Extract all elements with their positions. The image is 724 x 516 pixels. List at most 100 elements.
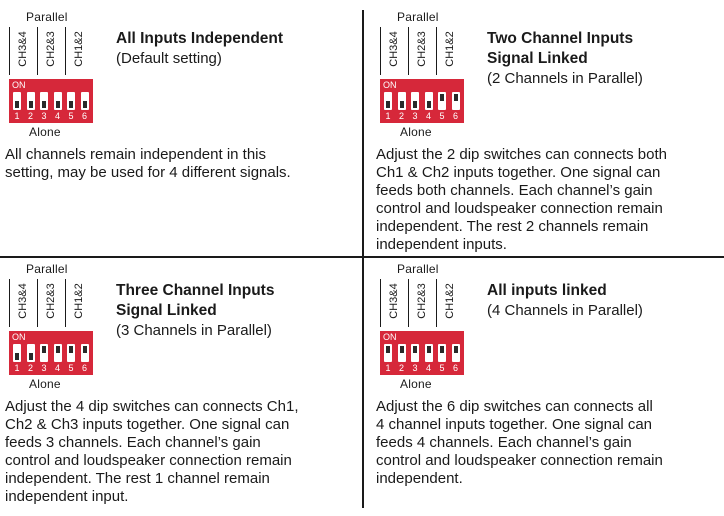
parallel-label: Parallel	[26, 262, 68, 276]
dip-switch-2-off[interactable]	[26, 344, 35, 362]
switch-number: 3	[41, 111, 47, 121]
description-line: independent input.	[5, 488, 129, 505]
channel-label: CH2&3	[408, 279, 435, 327]
description-line: Adjust the 2 dip switches can connects b…	[376, 146, 668, 163]
description-line: setting, may be used for 4 different sig…	[5, 164, 291, 181]
dip-switch-knob	[69, 346, 73, 353]
dip-switch-3-on[interactable]	[40, 344, 48, 362]
dip-switch-6-on[interactable]	[80, 344, 89, 362]
dip-switch-2-off[interactable]	[397, 92, 406, 110]
dip-switch-knob	[15, 101, 19, 108]
dip-switch-2-on[interactable]	[397, 344, 406, 362]
dip-switch-knob	[55, 346, 60, 353]
dip-switch-knob	[440, 94, 444, 101]
dip-switch-1-on[interactable]	[384, 344, 392, 362]
switch-number: 3	[41, 363, 47, 373]
switch-number: 3	[412, 363, 418, 373]
dip-switch-4-off[interactable]	[424, 92, 433, 110]
dip-switch-6-on[interactable]	[451, 92, 460, 110]
description-line: independent. The rest 2 channels remain	[376, 218, 649, 235]
description-line: Adjust the 6 dip switches can connects a…	[376, 398, 653, 415]
dip-switch-3-on[interactable]	[411, 344, 419, 362]
on-label: ON	[383, 332, 397, 342]
channel-label: CH1&2	[65, 27, 92, 75]
dip-switch-5-on[interactable]	[438, 92, 446, 110]
dip-switch-knob	[426, 101, 431, 108]
alone-label: Alone	[400, 125, 432, 139]
switch-number: 6	[452, 111, 458, 121]
channel-labels: CH3&4 CH2&3 CH1&2	[9, 279, 93, 327]
channel-label: CH1&2	[65, 279, 92, 327]
dip-switch-knob	[386, 101, 390, 108]
channel-labels: CH3&4 CH2&3 CH1&2	[380, 27, 464, 75]
dip-switch-knob	[15, 353, 19, 360]
dip-switch-knob	[42, 346, 46, 353]
channel-labels: CH3&4 CH2&3 CH1&2	[9, 27, 93, 75]
dip-switch-3-off[interactable]	[40, 92, 48, 110]
dip-switch-1-off[interactable]	[13, 344, 21, 362]
dip-switch-3-off[interactable]	[411, 92, 419, 110]
switch-number: 5	[439, 363, 445, 373]
parallel-label: Parallel	[397, 10, 439, 24]
on-label: ON	[12, 332, 26, 342]
switch-number: 6	[81, 363, 87, 373]
dip-switch-knob	[426, 346, 431, 353]
dip-switch-knob	[386, 346, 390, 353]
dip-switch-4-off[interactable]	[53, 92, 62, 110]
dip-switch-4-on[interactable]	[53, 344, 62, 362]
description-line: 4 channel inputs together. One signal ca…	[376, 416, 653, 433]
alone-label: Alone	[29, 125, 61, 139]
description-line: independent inputs.	[376, 236, 507, 253]
horizontal-divider	[0, 256, 724, 258]
panel-title: All Inputs Independent	[116, 30, 284, 47]
panel-title: Two Channel Inputs	[487, 30, 634, 47]
dip-switch-6-on[interactable]	[451, 344, 460, 362]
parallel-label: Parallel	[397, 262, 439, 276]
channel-label: CH3&4	[380, 279, 407, 327]
dip-switch-6-off[interactable]	[80, 92, 89, 110]
dip-switch-knob	[55, 101, 60, 108]
vertical-divider	[362, 10, 364, 508]
dip-switch-knob	[82, 346, 87, 353]
channel-label: CH1&2	[436, 27, 463, 75]
switch-number: 1	[14, 111, 20, 121]
dip-switch-2-off[interactable]	[26, 92, 35, 110]
channel-label: CH3&4	[9, 27, 36, 75]
channel-label: CH1&2	[436, 279, 463, 327]
switch-number: 2	[398, 363, 404, 373]
dip-switch-1-off[interactable]	[384, 92, 392, 110]
dip-switch-knob	[69, 101, 73, 108]
dip-switch-5-off[interactable]	[67, 92, 75, 110]
panel-title-line2: Signal Linked	[487, 50, 588, 67]
switch-number: 4	[425, 363, 431, 373]
dip-switch-knob	[413, 346, 417, 353]
dip-switch-5-on[interactable]	[67, 344, 75, 362]
parallel-label: Parallel	[26, 10, 68, 24]
switch-number: 2	[27, 111, 33, 121]
dip-switch-knob	[413, 101, 417, 108]
on-label: ON	[12, 80, 26, 90]
dip-switch-knob	[399, 346, 404, 353]
panel-subtitle: (4 Channels in Parallel)	[487, 302, 643, 319]
dip-switch-1-off[interactable]	[13, 92, 21, 110]
channel-label: CH2&3	[37, 27, 64, 75]
alone-label: Alone	[29, 377, 61, 391]
panel-subtitle: (3 Channels in Parallel)	[116, 322, 272, 339]
switch-number: 4	[54, 111, 60, 121]
description-line: control and loudspeaker connection remai…	[376, 452, 663, 469]
panel-description: Adjust the 4 dip switches can connects C…	[5, 398, 357, 506]
switch-number: 6	[452, 363, 458, 373]
dip-switch-knob	[28, 101, 33, 108]
dip-switch-4-on[interactable]	[424, 344, 433, 362]
panel-subtitle: (Default setting)	[116, 50, 222, 67]
dip-switch-5-on[interactable]	[438, 344, 446, 362]
description-line: control and loudspeaker connection remai…	[5, 452, 292, 469]
channel-label: CH3&4	[9, 279, 36, 327]
dip-switch-knob	[28, 353, 33, 360]
